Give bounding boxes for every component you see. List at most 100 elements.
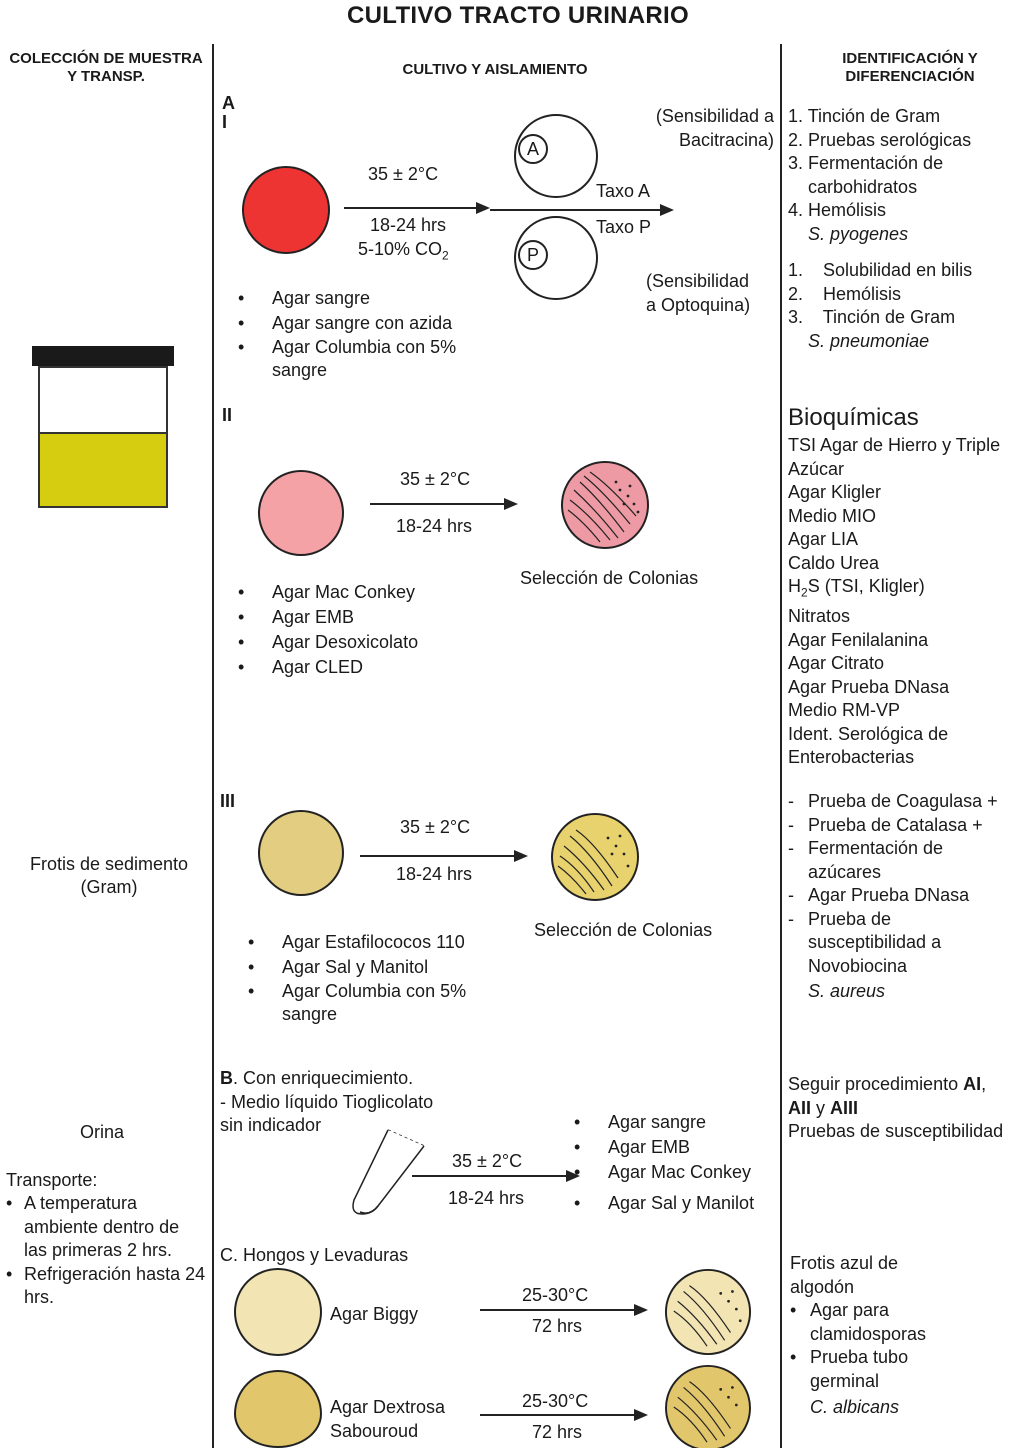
h2s-rest: S (TSI, Kligler) [807, 576, 925, 596]
media-item: Agar EMB [574, 1135, 784, 1160]
bioquimica-item-h2s: H2S (TSI, Kligler) [788, 575, 1000, 605]
bioquimica-item: Ident. Serológica de [788, 723, 949, 744]
media-item: Agar Sal y Manilot [574, 1191, 784, 1216]
media-item: Agar Mac Conkey [574, 1160, 784, 1185]
frotis-azul-line: Frotis azul de [790, 1253, 899, 1273]
pyogenes-test-item: 3. Fermentación de [788, 153, 944, 173]
media-item: Agar sangre con azida [238, 311, 498, 336]
colony-plate-c1 [664, 1268, 752, 1356]
sabouroud-plate [234, 1370, 322, 1448]
arrow-ii [370, 498, 518, 510]
media-list-iii: Agar Estafilococos 110 Agar Sal y Manito… [248, 930, 518, 1026]
seguir-comma: , [981, 1074, 987, 1094]
hongos-test-item: Agar para clamidosporas [790, 1299, 970, 1346]
arrow-iii [360, 850, 528, 862]
sabouroud-label-line: Sabouroud [330, 1420, 419, 1441]
frotis-sedimento-label: Frotis de sedimento (Gram) [29, 854, 189, 897]
media-item: Agar CLED [238, 655, 498, 680]
section-b-line3: sin indicador [220, 1115, 322, 1135]
transporte-item: A temperatura ambiente dentro de las pri… [6, 1192, 206, 1263]
albicans-organism: C. albicans [810, 1397, 900, 1417]
time-c1: 72 hrs [532, 1316, 583, 1336]
hongos-test-item: Prueba tubo germinal [790, 1346, 920, 1393]
disk-p: P [518, 240, 548, 270]
bioquimicas-list: TSI Agar de Hierro y Triple Azúcar Agar … [788, 434, 1000, 770]
time-ii: 18-24 hrs [396, 516, 473, 536]
co2-a: 5-10% CO2 [358, 238, 449, 268]
bioquimica-item: Agar Fenilalanina [788, 629, 929, 650]
time-c2: 72 hrs [532, 1422, 583, 1442]
aureus-test-item: Prueba de Coagulasa + [788, 790, 1028, 814]
seguir-line-2: AII y AIII [788, 1097, 1003, 1121]
media-item: Agar Columbia con 5% sangre [238, 336, 498, 382]
sabouroud-label: Agar Dextrosa Sabouroud [330, 1396, 445, 1443]
section-b-title-text: . Con enriquecimiento. [233, 1068, 414, 1088]
aureus-tests: Prueba de Coagulasa + Prueba de Catalasa… [788, 790, 1028, 978]
bioquimica-item: Medio MIO [788, 505, 877, 526]
media-item: Agar Sal y Manitol [248, 955, 518, 980]
co2-subscript: 2 [442, 248, 449, 263]
sens-bacitracina-line: (Sensibilidad a [655, 106, 774, 126]
biggy-label: Agar Biggy [330, 1304, 419, 1324]
bioquimica-item: Azúcar [788, 458, 845, 479]
disk-a: A [518, 134, 548, 164]
blood-agar-plate [242, 166, 330, 254]
section-ii-label: II [222, 405, 233, 425]
seleccion-colonias-iii: Selección de Colonias [534, 920, 713, 940]
media-list-b: Agar sangre Agar EMB Agar Mac Conkey Aga… [574, 1110, 784, 1216]
sensibilidad-optoquina: (Sensibilidad a Optoquina) [646, 270, 750, 317]
specimen-container [30, 346, 176, 508]
h2s-prefix: H [788, 576, 801, 596]
bioquimica-item: Agar Kligler [788, 482, 882, 502]
pyogenes-test-item: 2. Pruebas serológicas [788, 129, 972, 150]
section-b-label: B [220, 1068, 233, 1088]
aureus-test-item: Prueba de Catalasa + [788, 814, 1028, 838]
sens-bacitracina-line: Bacitracina) [678, 129, 774, 150]
sensibilidad-bacitracina: (Sensibilidad a Bacitracina) [640, 105, 774, 152]
bioquimica-item: Enterobacterias [788, 747, 915, 768]
arrow-c2 [480, 1409, 648, 1421]
seleccion-colonias-ii: Selección de Colonias [520, 568, 699, 588]
test-tube [352, 1129, 425, 1215]
temp-c2: 25-30°C [522, 1391, 589, 1411]
seguir-procedimiento: Seguir procedimiento AI, AII y AIII Prue… [788, 1073, 1003, 1144]
plate-taxo-a [514, 114, 598, 198]
column-divider-right [780, 44, 782, 1448]
bioquimica-item: Nitratos [788, 606, 851, 627]
pyogenes-organism: S. pyogenes [808, 223, 909, 244]
seguir-text: Seguir procedimiento [788, 1074, 964, 1094]
temp-c1: 25-30°C [522, 1285, 589, 1305]
frotis-azul: Frotis azul de algodón [790, 1252, 898, 1299]
bioquimica-item: Medio RM-VP [788, 700, 901, 721]
estafilococos-plate [258, 810, 344, 896]
section-c-title: C. Hongos y Levaduras [220, 1245, 409, 1265]
taxo-p-label: Taxo P [596, 217, 652, 237]
time-a: 18-24 hrs [370, 215, 447, 235]
co2-text: 5-10% CO [358, 239, 443, 259]
pruebas-susceptibilidad: Pruebas de susceptibilidad [788, 1121, 1004, 1141]
media-item: Agar Estafilococos 110 [248, 930, 518, 955]
plate-taxo-p [514, 216, 598, 300]
sabouroud-label-line: Agar Dextrosa [330, 1397, 446, 1417]
seguir-aii: AII [788, 1097, 812, 1118]
sens-optoquina-line: (Sensibilidad [646, 271, 750, 291]
biggy-plate [234, 1268, 322, 1356]
temp-iii: 35 ± 2°C [400, 817, 471, 837]
orina-label: Orina [80, 1122, 125, 1142]
seguir-ai: AI [963, 1074, 982, 1094]
media-item: Agar sangre [574, 1110, 784, 1135]
media-list-a: Agar sangre Agar sangre con azida Agar C… [238, 286, 498, 382]
frotis-azul-line: algodón [790, 1276, 855, 1297]
colony-plate-iii [551, 813, 639, 901]
temp-ii: 35 ± 2°C [400, 469, 471, 489]
media-item: Agar Columbia con 5% sangre [248, 980, 518, 1026]
container-lid [32, 346, 174, 366]
column-divider-left [212, 44, 214, 1448]
temp-b: 35 ± 2°C [452, 1151, 523, 1171]
pneumoniae-organism: S. pneumoniae [808, 330, 930, 351]
aureus-test-item: Agar Prueba DNasa [788, 884, 1028, 908]
bioquimica-item: Agar LIA [788, 529, 859, 549]
hongos-tests: Agar para clamidosporas Prueba tubo germ… [790, 1299, 970, 1393]
container-body [38, 366, 168, 508]
section-iii-label: III [220, 791, 236, 811]
